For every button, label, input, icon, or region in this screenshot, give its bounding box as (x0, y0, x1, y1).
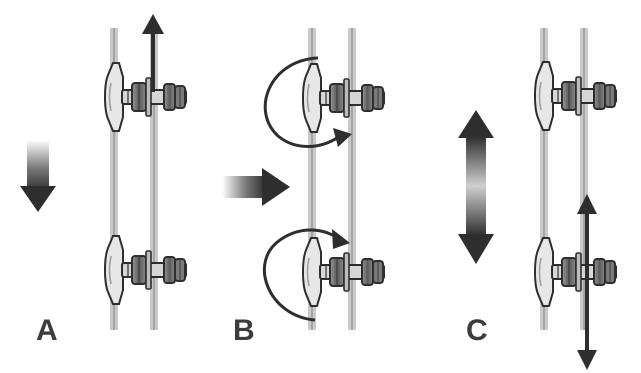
panel-letter-b: B (233, 314, 255, 347)
panel-b: B (222, 28, 385, 347)
fade-arrow-icon (222, 168, 290, 206)
double-arrow-icon (577, 194, 597, 370)
double-arrow-icon (458, 110, 494, 264)
panel-c: C (458, 28, 617, 370)
arrow-up-icon (142, 14, 164, 92)
fade-arrow-icon (20, 140, 56, 212)
panel-letter-c: C (466, 314, 488, 347)
rotate-arrow-icon (262, 228, 350, 322)
panel-a: A (20, 14, 187, 347)
rotate-arrow-icon (263, 56, 352, 148)
panel-letter-a: A (36, 314, 58, 347)
